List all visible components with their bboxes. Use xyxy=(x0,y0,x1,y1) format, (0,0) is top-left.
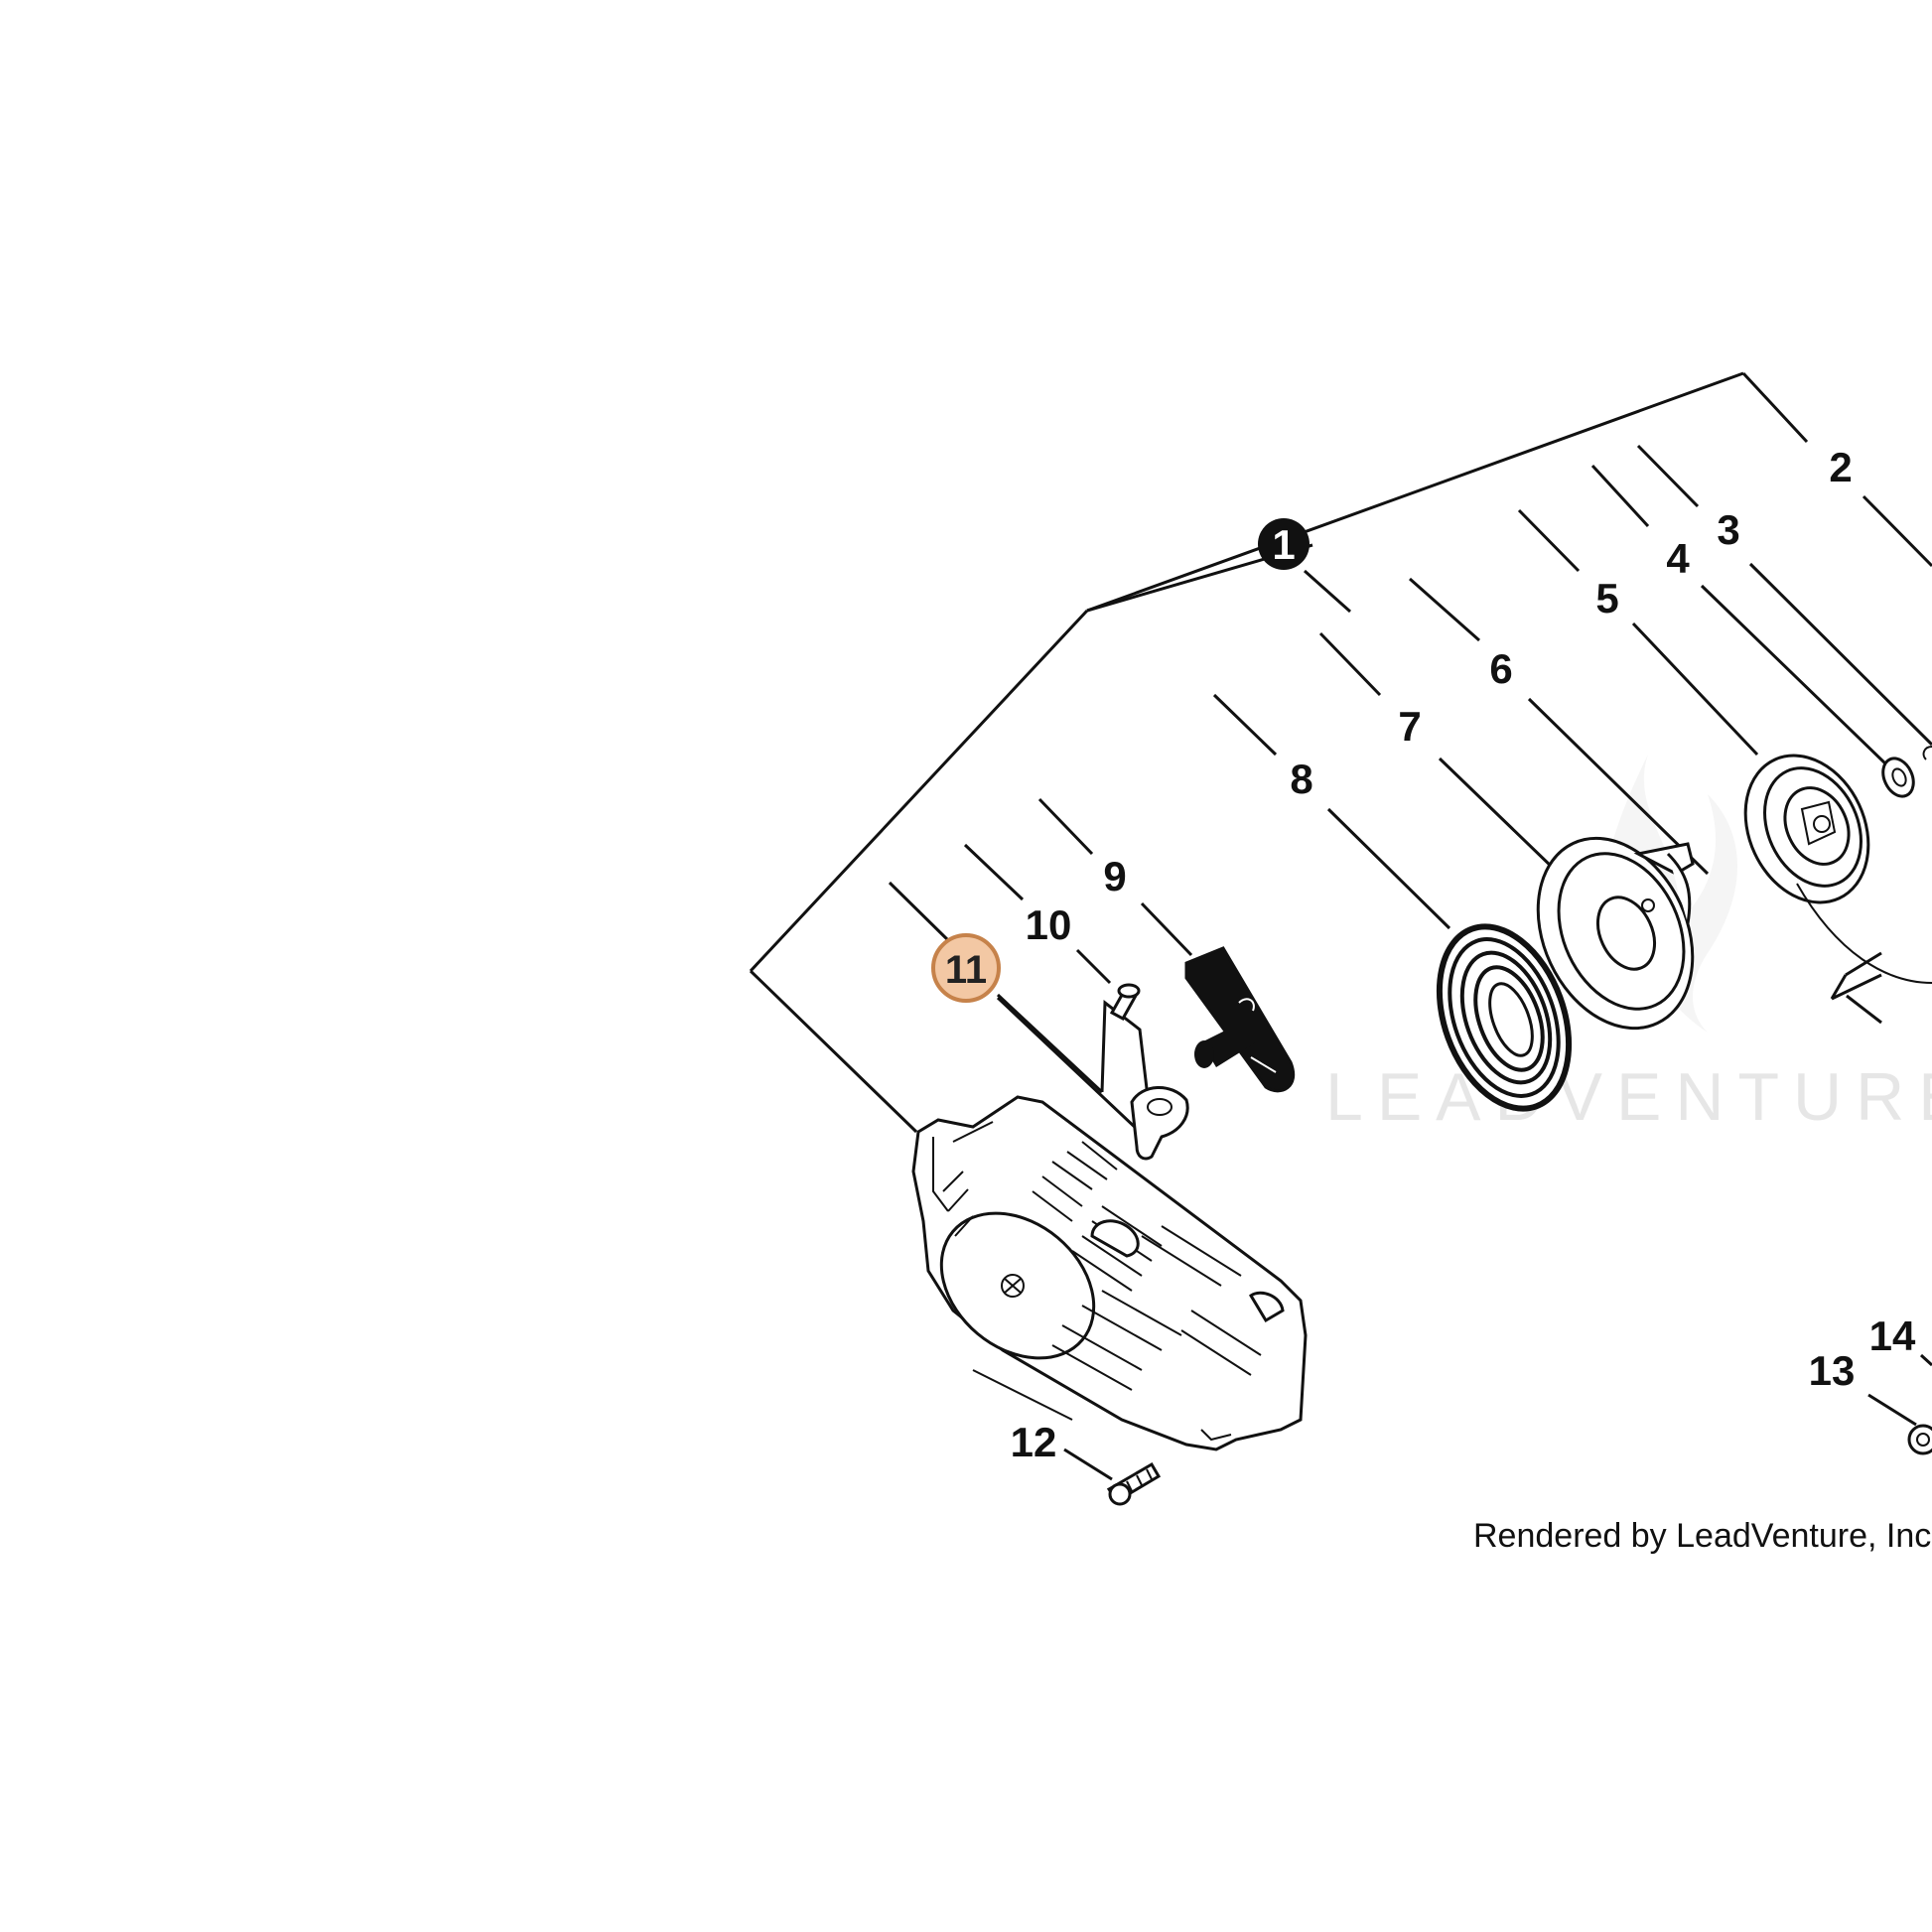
callout-7[interactable]: 7 xyxy=(1398,703,1421,750)
callout-2[interactable]: 2 xyxy=(1829,444,1852,490)
starter-handle-part-9 xyxy=(1184,946,1296,1093)
leader-lines xyxy=(888,371,1932,1481)
rope-guide-part-11 xyxy=(1130,1086,1189,1161)
screw-part-12 xyxy=(1106,1461,1162,1506)
part-3-edge xyxy=(1922,746,1932,760)
spring-housing-part-7 xyxy=(1536,836,1695,1031)
callout-5[interactable]: 5 xyxy=(1595,575,1618,621)
callout-3[interactable]: 3 xyxy=(1717,506,1739,553)
watermark-text: LEADVENTURE xyxy=(1325,1059,1932,1135)
callout-1-assembly[interactable]: 1 xyxy=(1258,518,1310,570)
rope-rotor-part-5 xyxy=(1743,754,1932,984)
svg-text:1: 1 xyxy=(1272,521,1295,568)
assembly-bracket xyxy=(749,371,1882,1134)
callout-12[interactable]: 12 xyxy=(1011,1419,1057,1465)
rewind-spring-part-8 xyxy=(1436,923,1573,1112)
callout-11-highlighted[interactable]: 11 xyxy=(931,933,1001,1003)
svg-text:11: 11 xyxy=(945,948,987,992)
fan-housing xyxy=(911,1095,1308,1451)
callout-8[interactable]: 8 xyxy=(1290,756,1312,802)
callout-13[interactable]: 13 xyxy=(1809,1347,1856,1394)
callout-4[interactable]: 4 xyxy=(1666,535,1690,582)
callout-14[interactable]: 14 xyxy=(1869,1312,1916,1359)
callout-9[interactable]: 9 xyxy=(1103,853,1126,899)
callout-10[interactable]: 10 xyxy=(1026,901,1072,948)
nut-part-13 xyxy=(1907,1424,1932,1455)
screw-part-10 xyxy=(1109,983,1141,1022)
callout-6[interactable]: 6 xyxy=(1489,645,1512,692)
render-credit: Rendered by LeadVenture, Inc. xyxy=(1473,1517,1932,1555)
washer-part-4 xyxy=(1881,757,1915,798)
